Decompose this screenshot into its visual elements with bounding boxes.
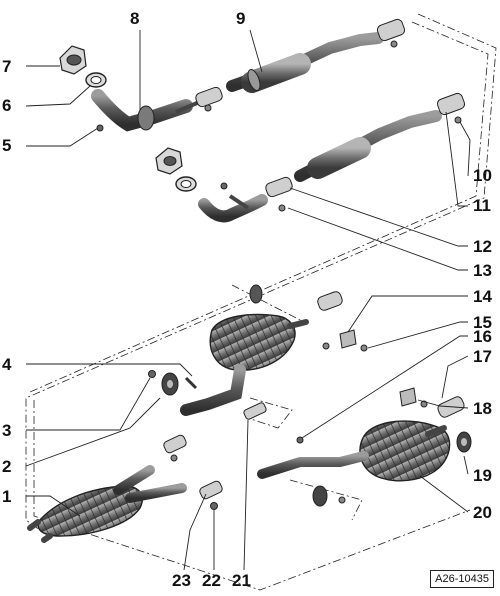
clamp-upper-rear <box>376 18 406 48</box>
callout-18: 18 <box>473 399 492 418</box>
callout-21: 21 <box>232 571 251 590</box>
clamp-middle-left <box>163 434 187 462</box>
callout-15: 15 <box>473 313 492 332</box>
callout-23: 23 <box>172 571 191 590</box>
rubber-mount-19 <box>456 431 472 453</box>
clamp-upper-front <box>195 86 223 112</box>
callout-22: 22 <box>202 571 221 590</box>
callout-7: 7 <box>2 57 12 76</box>
nut-3 <box>148 370 156 378</box>
leader-lines <box>25 29 471 571</box>
callout-10: 10 <box>473 166 492 185</box>
callout-3: 3 <box>2 421 12 440</box>
nut-upper-5 <box>96 124 104 132</box>
callout-2: 2 <box>2 457 12 476</box>
callout-4: 4 <box>2 355 12 374</box>
callout-17: 17 <box>473 347 492 366</box>
drawing-number: A26-10435 <box>430 570 494 588</box>
center-pipe-upper-9 <box>226 32 384 93</box>
rear-silencer-1 <box>27 465 187 543</box>
callout-1: 1 <box>2 487 12 506</box>
callout-12: 12 <box>473 237 492 256</box>
clamp-23 <box>199 480 223 500</box>
callout-19: 19 <box>473 466 492 485</box>
lower-rubber-mount <box>312 485 346 507</box>
callout-14: 14 <box>473 287 492 306</box>
nut-lower <box>220 182 228 190</box>
callout-6: 6 <box>2 96 12 115</box>
nut-16 <box>296 436 304 444</box>
callout-16: 16 <box>473 327 492 346</box>
front-silencer <box>180 313 309 416</box>
rear-silencer-20 <box>257 420 451 482</box>
clamp-lower-rear-11 <box>436 92 466 124</box>
rubber-mount-2 <box>161 372 179 396</box>
callout-11: 11 <box>473 196 491 215</box>
callout-13: 13 <box>473 261 492 280</box>
callout-20: 20 <box>473 503 492 522</box>
rubber-mount-top <box>249 284 343 350</box>
callout-8: 8 <box>130 9 140 28</box>
nut-22 <box>210 502 218 510</box>
front-pipe-lower <box>198 194 268 223</box>
callout-5: 5 <box>2 136 12 155</box>
front-pipe-upper <box>91 89 205 132</box>
bracket-upper-7 <box>59 45 87 75</box>
hanger-18 <box>399 387 417 407</box>
gasket-upper-6 <box>85 72 107 88</box>
hanger-15 <box>339 329 368 352</box>
callout-9: 9 <box>236 9 246 28</box>
clamp-21 <box>243 402 267 420</box>
gasket-lower <box>175 176 197 192</box>
bolt-4 <box>184 376 198 390</box>
clamp-lower-front <box>265 176 293 212</box>
bracket-lower-7 <box>155 147 183 175</box>
center-pipe-lower <box>294 110 442 182</box>
